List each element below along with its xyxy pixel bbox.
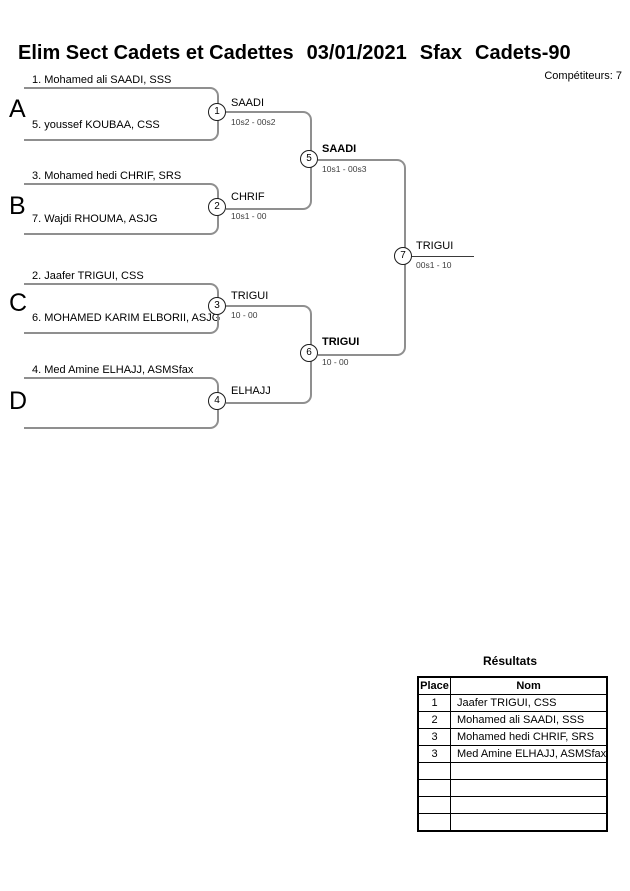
connector-match1-to-match5	[226, 111, 312, 162]
pool-c-bracket-lines	[24, 283, 219, 334]
title-category: Cadets-90	[475, 42, 571, 64]
result-name: Jaafer TRIGUI, CSS	[450, 694, 608, 712]
match-7-number: 7	[400, 250, 406, 261]
connector-match4-to-match6	[226, 353, 312, 404]
page-title: Elim Sect Cadets et Cadettes 03/01/2021 …	[18, 42, 571, 65]
match-5-score: 10s1 - 00s3	[322, 164, 367, 174]
match-3-score: 10 - 00	[231, 310, 258, 320]
results-row	[417, 813, 608, 832]
match-7-circle: 7	[394, 247, 412, 265]
match-2-number: 2	[214, 201, 220, 212]
connector-match6-to-final	[318, 256, 406, 356]
results-header-nom: Nom	[450, 676, 608, 695]
pool-letter-b: B	[9, 192, 26, 220]
result-name	[450, 762, 608, 780]
match-3-number: 3	[214, 300, 220, 311]
player-pool-c-top: 2. Jaafer TRIGUI, CSS	[32, 270, 144, 282]
player-pool-b-bottom: 7. Wajdi RHOUMA, ASJG	[32, 213, 158, 225]
result-place	[417, 796, 451, 814]
pool-letter-d: D	[9, 387, 28, 415]
results-header-place: Place	[417, 676, 451, 695]
pool-letter-a: A	[9, 95, 26, 123]
result-place	[417, 762, 451, 780]
result-name	[450, 779, 608, 797]
match-4-winner: ELHAJJ	[231, 385, 271, 397]
result-place: 3	[417, 728, 451, 746]
match-6-number: 6	[306, 347, 312, 358]
match-5-number: 5	[306, 153, 312, 164]
match-4-number: 4	[214, 395, 220, 406]
match-3-circle: 3	[208, 297, 226, 315]
results-row	[417, 762, 608, 780]
match-6-circle: 6	[300, 344, 318, 362]
match-3-winner: TRIGUI	[231, 290, 269, 302]
connector-match2-to-match5	[226, 159, 312, 210]
player-pool-d-top: 4. Med Amine ELHAJJ, ASMSfax	[32, 364, 194, 376]
match-2-score: 10s1 - 00	[231, 211, 267, 221]
connector-match5-to-final	[318, 159, 406, 259]
results-row	[417, 779, 608, 797]
result-name: Med Amine ELHAJJ, ASMSfax	[450, 745, 608, 763]
match-4-circle: 4	[208, 392, 226, 410]
result-place: 3	[417, 745, 451, 763]
match-1-number: 1	[214, 106, 220, 117]
player-pool-a-bottom: 5. youssef KOUBAA, CSS	[32, 119, 160, 131]
match-1-score: 10s2 - 00s2	[231, 117, 276, 127]
pool-d-bracket-lines	[24, 377, 219, 429]
results-header-row: Place Nom	[417, 676, 608, 695]
pool-a-bracket-lines	[24, 87, 219, 141]
title-date: 03/01/2021	[306, 42, 407, 64]
connector-match3-to-match6	[226, 305, 312, 356]
result-name: Mohamed ali SAADI, SSS	[450, 711, 608, 729]
result-name: Mohamed hedi CHRIF, SRS	[450, 728, 608, 746]
results-row: 2 Mohamed ali SAADI, SSS	[417, 711, 608, 729]
player-pool-b-top: 3. Mohamed hedi CHRIF, SRS	[32, 170, 182, 182]
results-title: Résultats	[482, 654, 538, 668]
match-6-score: 10 - 00	[322, 357, 349, 367]
player-pool-a-top: 1. Mohamed ali SAADI, SSS	[32, 74, 172, 86]
match-6-winner: TRIGUI	[322, 336, 360, 348]
pool-letter-c: C	[9, 289, 28, 317]
match-2-winner: CHRIF	[231, 191, 265, 203]
result-place: 2	[417, 711, 451, 729]
pool-b-bracket-lines	[24, 183, 219, 235]
results-row	[417, 796, 608, 814]
results-row: 3 Med Amine ELHAJJ, ASMSfax	[417, 745, 608, 763]
match-5-winner: SAADI	[322, 143, 357, 155]
match-1-circle: 1	[208, 103, 226, 121]
title-location: Sfax	[419, 42, 463, 64]
competitors-count: Compétiteurs: 7	[544, 70, 622, 82]
title-event: Elim Sect Cadets et Cadettes	[18, 42, 294, 64]
results-row: 1 Jaafer TRIGUI, CSS	[417, 694, 608, 712]
results-row: 3 Mohamed hedi CHRIF, SRS	[417, 728, 608, 746]
result-place	[417, 779, 451, 797]
match-1-winner: SAADI	[231, 97, 265, 109]
result-place: 1	[417, 694, 451, 712]
result-name	[450, 813, 608, 832]
match-7-winner: TRIGUI	[416, 240, 454, 252]
result-place	[417, 813, 451, 832]
results-table: Place Nom 1 Jaafer TRIGUI, CSS 2 Mohamed…	[417, 676, 609, 832]
match-7-score: 00s1 - 10	[416, 260, 452, 270]
player-pool-c-bottom: 6. MOHAMED KARIM ELBORII, ASJG	[32, 312, 221, 324]
final-winner-line	[412, 256, 474, 257]
result-name	[450, 796, 608, 814]
match-5-circle: 5	[300, 150, 318, 168]
match-2-circle: 2	[208, 198, 226, 216]
